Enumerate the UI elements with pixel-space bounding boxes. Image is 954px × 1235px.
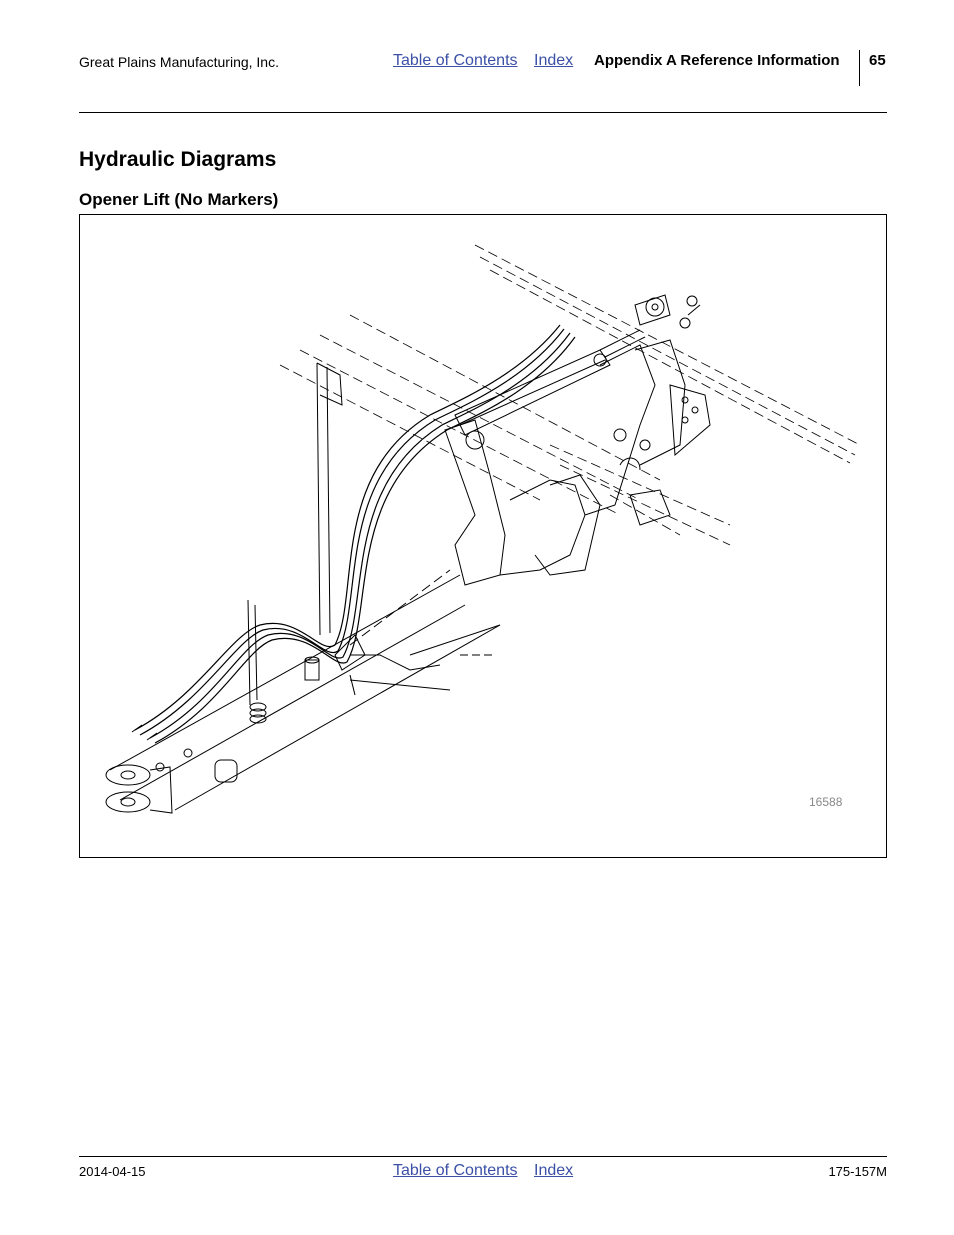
vertical-support [316, 362, 343, 636]
footer-date: 2014-04-15 [79, 1164, 146, 1179]
footer-doc-number: 175-157M [828, 1164, 887, 1179]
hitch [105, 748, 238, 814]
page-title: Hydraulic Diagrams [79, 148, 277, 171]
guard-block [619, 457, 671, 526]
figure-id-label: 16588 [809, 795, 843, 809]
footer-toc-link[interactable]: Table of Contents [393, 1162, 518, 1179]
figure-subtitle: Opener Lift (No Markers) [79, 190, 279, 209]
opener-mount [444, 339, 711, 586]
pivot-pin [634, 294, 701, 329]
main-frame [109, 569, 501, 811]
frame-lines [279, 244, 861, 546]
hydraulic-cylinder [454, 329, 646, 450]
page-number: 65 [869, 52, 886, 69]
hose-tips [131, 724, 158, 741]
hose-holder [304, 634, 495, 691]
header-toc-link[interactable]: Table of Contents [393, 52, 518, 69]
opener-lift-illustration [105, 244, 861, 814]
header-index-link[interactable]: Index [534, 52, 574, 69]
hydraulic-diagram-figure: 16588 [79, 214, 887, 858]
hydraulic-hoses [134, 324, 576, 744]
section-title: Appendix A Reference Information [594, 52, 840, 69]
spring [247, 599, 267, 724]
company-name: Great Plains Manufacturing, Inc. [79, 54, 279, 70]
header-rule [79, 112, 887, 113]
footer-rule [79, 1156, 887, 1157]
header-separator [859, 50, 860, 86]
footer-index-link[interactable]: Index [534, 1162, 574, 1179]
